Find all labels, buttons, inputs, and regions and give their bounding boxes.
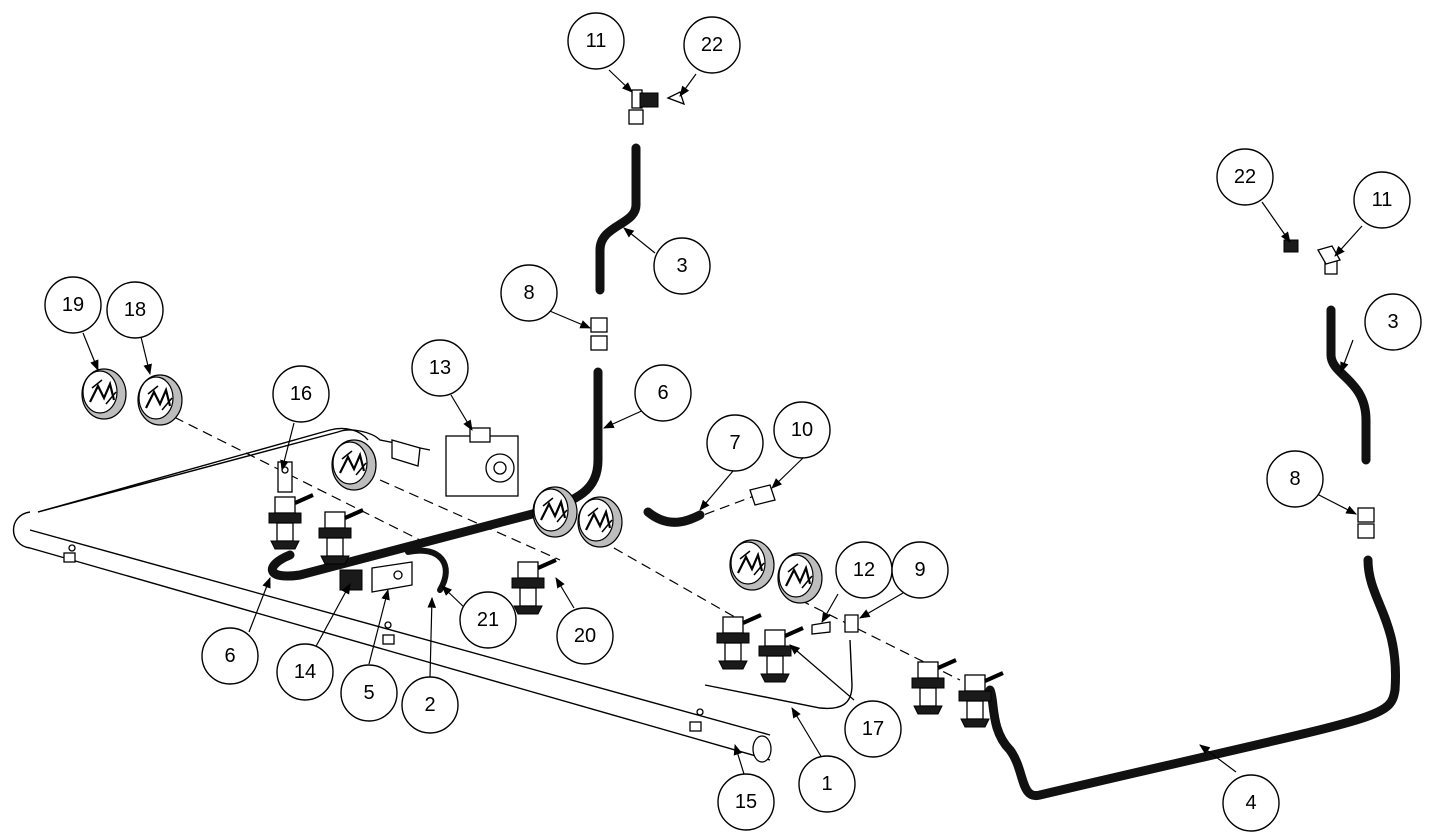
callout-15: 15 bbox=[717, 773, 775, 831]
leader-lines bbox=[82, 69, 1363, 775]
callout-9: 9 bbox=[891, 541, 949, 599]
callout-6-left: 6 bbox=[201, 627, 259, 685]
callout-label: 19 bbox=[62, 294, 84, 316]
callout-8-right: 8 bbox=[1266, 450, 1324, 508]
callout-8-top: 8 bbox=[500, 264, 558, 322]
callout-13: 13 bbox=[411, 339, 469, 397]
callout-label: 3 bbox=[1387, 311, 1398, 333]
callout-5: 5 bbox=[340, 664, 398, 722]
callout-label: 10 bbox=[791, 419, 813, 441]
frame-tube bbox=[13, 427, 772, 763]
callout-4: 4 bbox=[1222, 774, 1280, 832]
callout-11-top: 11 bbox=[567, 12, 625, 70]
callout-label: 11 bbox=[586, 30, 607, 52]
callout-22-top: 22 bbox=[683, 16, 741, 74]
callout-3-right: 3 bbox=[1364, 293, 1422, 351]
callout-22-right: 22 bbox=[1216, 148, 1274, 206]
callout-16: 16 bbox=[272, 365, 330, 423]
callout-10: 10 bbox=[773, 401, 831, 459]
callout-label: 5 bbox=[363, 682, 374, 704]
callout-17: 17 bbox=[844, 700, 902, 758]
callout-label: 6 bbox=[657, 382, 668, 404]
callout-label: 22 bbox=[701, 34, 723, 56]
callout-label: 18 bbox=[124, 299, 146, 321]
callout-label: 21 bbox=[477, 609, 499, 631]
callout-1: 1 bbox=[798, 755, 856, 813]
callout-7: 7 bbox=[706, 414, 764, 472]
callout-label: 12 bbox=[853, 559, 875, 581]
callout-label: 14 bbox=[294, 661, 316, 683]
callout-label: 1 bbox=[821, 773, 832, 795]
callout-label: 22 bbox=[1234, 166, 1256, 188]
callout-label: 3 bbox=[676, 255, 687, 277]
callout-12: 12 bbox=[835, 541, 893, 599]
callout-label: 2 bbox=[424, 694, 435, 716]
callout-label: 8 bbox=[523, 282, 534, 304]
callout-3-top: 3 bbox=[653, 237, 711, 295]
callout-label: 15 bbox=[735, 791, 757, 813]
callout-2: 2 bbox=[401, 676, 459, 734]
callout-label: 7 bbox=[729, 432, 740, 454]
callout-label: 13 bbox=[429, 357, 451, 379]
callout-label: 4 bbox=[1245, 792, 1256, 814]
callout-20: 20 bbox=[556, 607, 614, 665]
callout-label: 6 bbox=[224, 645, 235, 667]
callout-18: 18 bbox=[106, 281, 164, 339]
callout-19: 19 bbox=[44, 276, 102, 334]
callout-label: 9 bbox=[914, 559, 925, 581]
callout-label: 16 bbox=[290, 383, 312, 405]
callout-label: 20 bbox=[574, 625, 596, 647]
callout-11-right: 11 bbox=[1353, 171, 1411, 229]
callout-21: 21 bbox=[459, 591, 517, 649]
callout-label: 8 bbox=[1289, 468, 1300, 490]
callout-label: 17 bbox=[862, 718, 884, 740]
callout-6-top: 6 bbox=[634, 364, 692, 422]
callout-label: 11 bbox=[1372, 189, 1393, 211]
callout-14: 14 bbox=[276, 643, 334, 701]
